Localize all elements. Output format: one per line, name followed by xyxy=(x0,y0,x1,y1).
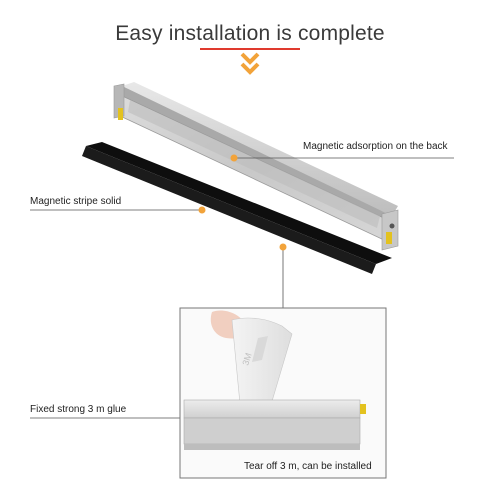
magnetic-strip xyxy=(82,142,392,274)
double-chevron-down-icon xyxy=(240,52,260,75)
light-bar xyxy=(113,82,399,251)
callout-back: Magnetic adsorption on the back xyxy=(303,141,448,152)
title-underline xyxy=(200,48,300,50)
tape-print: 3M xyxy=(240,352,253,367)
inset-detail: 3M xyxy=(179,307,387,479)
callout-tear: Tear off 3 m, can be installed xyxy=(244,461,372,472)
callout-leaders xyxy=(30,157,454,419)
page-title: Easy installation is complete xyxy=(115,22,385,45)
callout-glue: Fixed strong 3 m glue xyxy=(30,404,127,415)
callout-stripe: Magnetic stripe solid xyxy=(30,196,122,207)
